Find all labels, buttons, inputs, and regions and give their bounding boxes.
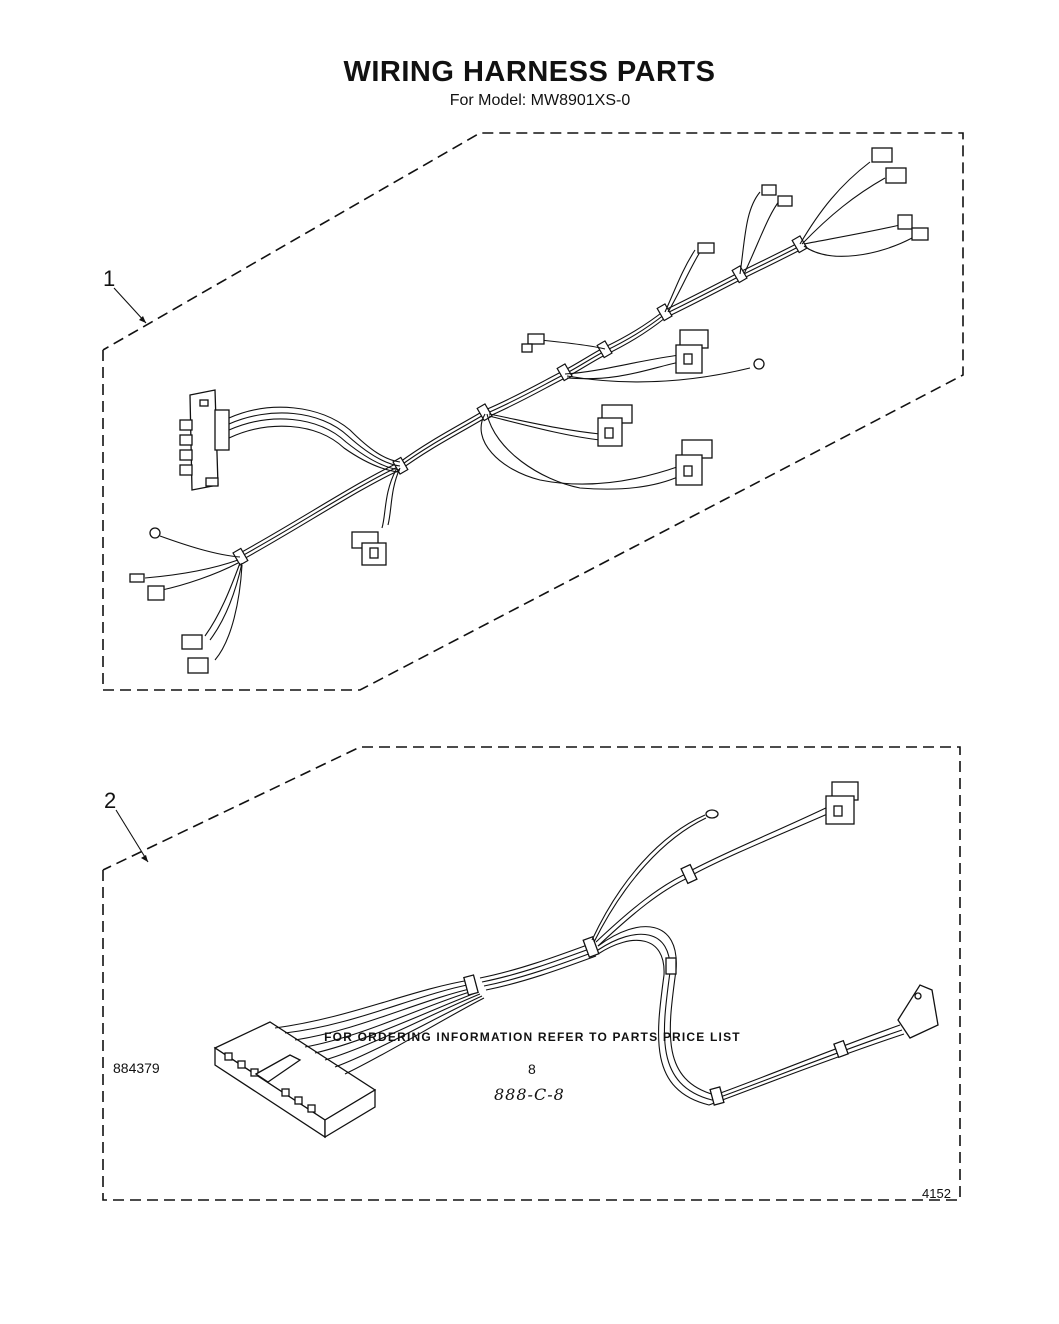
page-number: 8 [528, 1061, 536, 1077]
model-subtitle: For Model: MW8901XS-0 [449, 92, 631, 109]
callout-2: 2 [104, 788, 117, 813]
part-1-frame [102, 132, 964, 691]
ordering-info-footer: FOR ORDERING INFORMATION REFER TO PARTS … [324, 1030, 741, 1044]
callout-1: 1 [103, 266, 116, 291]
part-2-frame [102, 746, 961, 1201]
handwritten-note: 888-C-8 [494, 1085, 565, 1104]
figure-number: 4152 [922, 1186, 951, 1201]
harness-1 [129, 147, 929, 674]
page-title: WIRING HARNESS PARTS [343, 56, 716, 88]
doc-number: 884379 [113, 1060, 160, 1076]
harness-2 [213, 781, 939, 1139]
